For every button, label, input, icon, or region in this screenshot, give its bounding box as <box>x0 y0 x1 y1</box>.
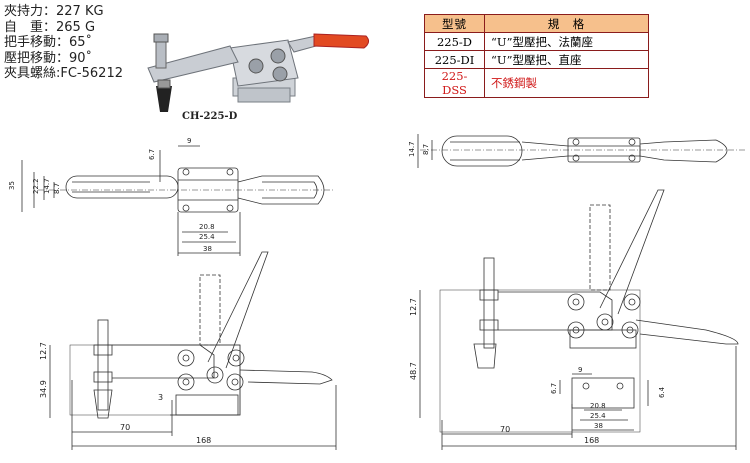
dim-9-b: 9 <box>578 366 582 374</box>
dim-168: 168 <box>196 436 211 445</box>
dim-12-7: 12.7 <box>39 342 48 360</box>
right-side-view <box>419 189 739 450</box>
header-spec: 規 格 <box>484 14 649 33</box>
model-cell: 225-DI <box>424 50 485 69</box>
dim-8-7-b: 8.7 <box>422 144 430 155</box>
dim-6-7: 6.7 <box>148 149 156 160</box>
spec-cell: “U”型壓把、直座 <box>484 50 649 69</box>
right-top-view <box>417 134 745 168</box>
dim-48-7: 48.7 <box>409 362 418 380</box>
dim-25-4-b: 25.4 <box>590 412 606 420</box>
photo-caption: CH-225-D <box>182 111 238 122</box>
bar-travel: 壓把移動：90˚ <box>4 50 93 66</box>
dim-22-2: 22.2 <box>32 178 40 194</box>
weight: 自 重：265 G <box>4 19 96 35</box>
dim-35: 35 <box>8 181 16 190</box>
left-side-view <box>49 251 337 450</box>
dim-3: 3 <box>158 393 163 402</box>
model-table: 型號 規 格 225-D “U”型壓把、法蘭座 225-DI “U”型壓把、直座… <box>424 14 649 98</box>
dim-38-b: 38 <box>594 422 603 430</box>
dim-70: 70 <box>120 423 130 432</box>
table-row: 225-DSS 不銹鋼製 <box>424 68 649 98</box>
spec-cell: “U”型壓把、法蘭座 <box>484 32 649 51</box>
table-row: 225-DI “U”型壓把、直座 <box>424 50 649 69</box>
dim-9: 9 <box>187 137 191 145</box>
dim-12-7-b: 12.7 <box>409 298 418 316</box>
product-photo <box>147 33 370 112</box>
spec-cell: 不銹鋼製 <box>484 68 649 98</box>
spindle-model: 夾具螺絲:FC-56212 <box>4 66 123 81</box>
dim-34-9: 34.9 <box>39 380 48 398</box>
dim-25-4: 25.4 <box>199 233 215 241</box>
dim-14-7: 14.7 <box>43 178 51 194</box>
dim-38: 38 <box>203 245 212 253</box>
spec-list: 夾持力：227 KG 自 重：265 G 把手移動：65˚ 壓把移動：90˚ 夾… <box>4 4 123 82</box>
dim-14-7-b: 14.7 <box>408 141 416 157</box>
clamp-force: 夾持力：227 KG <box>4 4 104 19</box>
dim-20-8: 20.8 <box>199 223 215 231</box>
dim-168-b: 168 <box>584 436 599 445</box>
left-top-view <box>21 145 335 256</box>
model-cell: 225-D <box>424 32 485 51</box>
model-cell: 225-DSS <box>424 68 485 98</box>
handle-travel: 把手移動：65˚ <box>4 35 93 50</box>
dim-6-7-b: 6.7 <box>550 383 558 394</box>
table-row: 225-D “U”型壓把、法蘭座 <box>424 32 649 51</box>
dim-8-7: 8.7 <box>53 183 61 194</box>
dim-20-8-b: 20.8 <box>590 402 606 410</box>
dim-70-b: 70 <box>500 425 510 434</box>
header-model: 型號 <box>424 14 485 33</box>
dim-6-4: 6.4 <box>658 386 666 398</box>
